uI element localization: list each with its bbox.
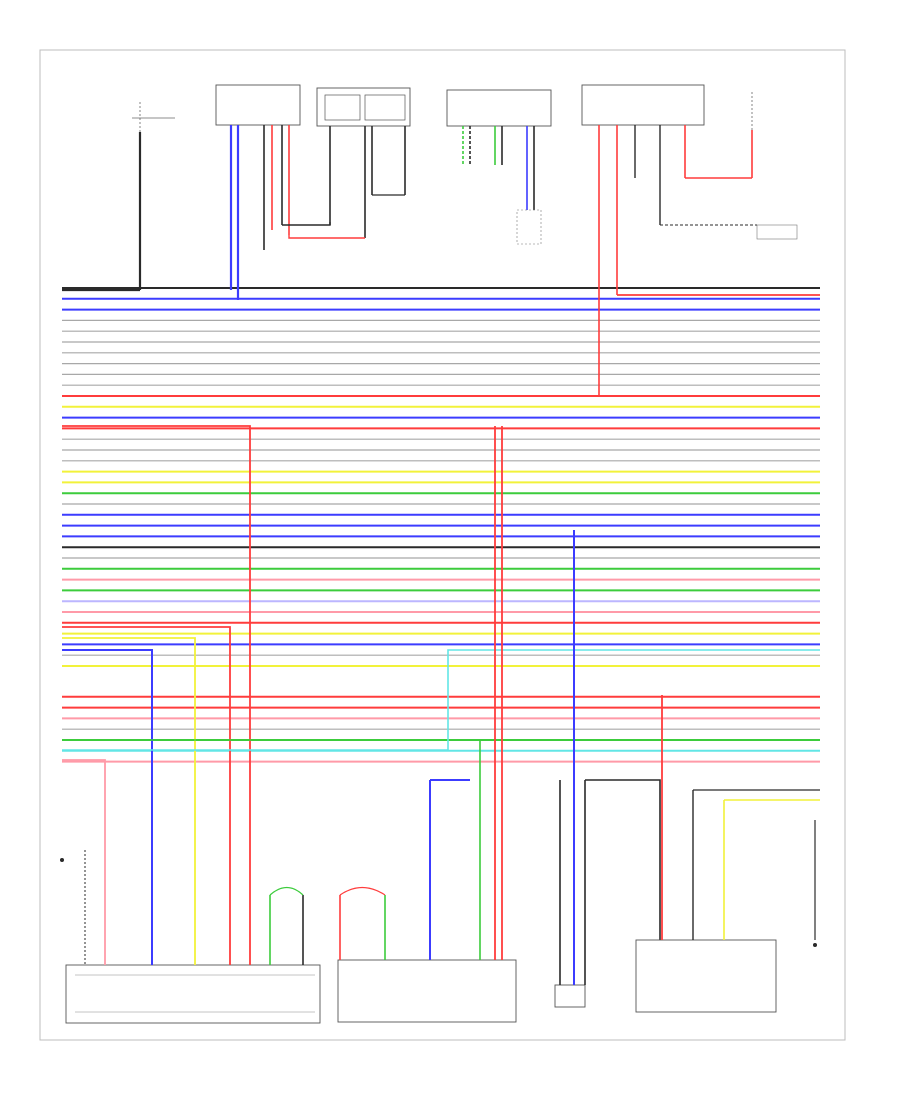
- component-c2: [215, 84, 301, 300]
- component-c11: [660, 224, 798, 240]
- component-bottom-right: [635, 939, 777, 1013]
- component-c10: [685, 92, 753, 179]
- wire-bus: [62, 287, 820, 763]
- component-c6: [446, 89, 552, 245]
- diagram-border: [39, 49, 846, 1041]
- component-bottom-small: [554, 984, 586, 1008]
- component-bottom-middle: [337, 959, 517, 1023]
- component-c9: [581, 84, 705, 395]
- component-top-left: [62, 102, 175, 292]
- component-c4: [316, 87, 411, 238]
- component-bottom-left: [65, 964, 321, 1024]
